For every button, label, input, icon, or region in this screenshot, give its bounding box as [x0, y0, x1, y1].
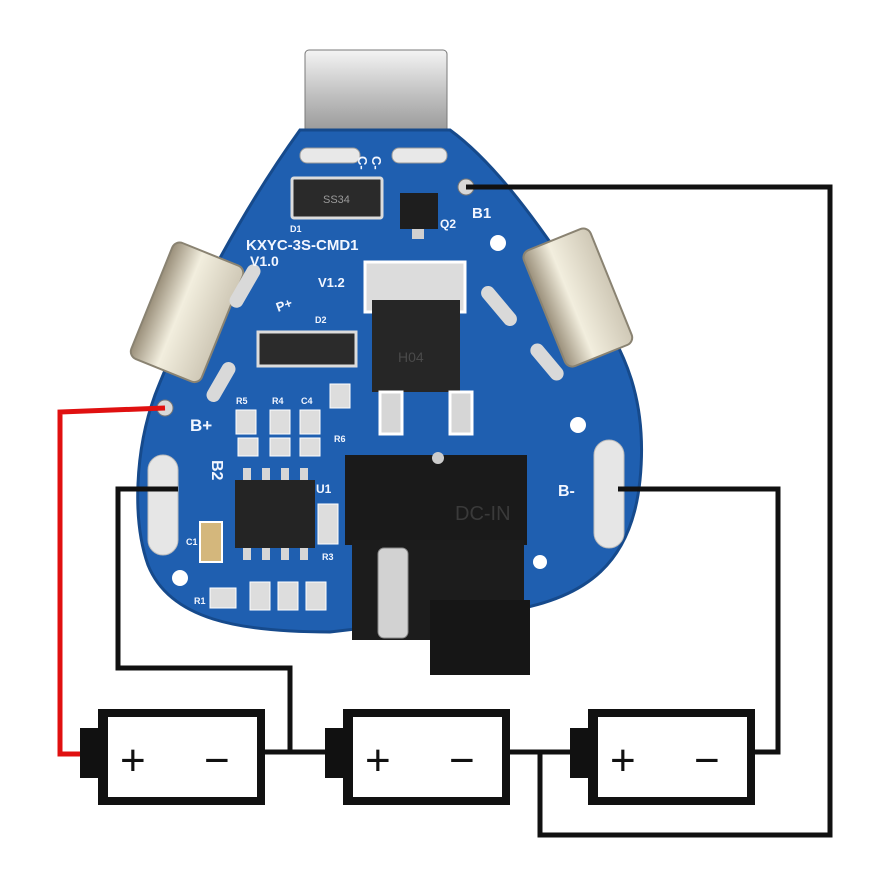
board-version-right: V1.2	[318, 275, 345, 290]
ref-r1: R1	[194, 596, 206, 606]
wire-b1	[466, 184, 833, 838]
battery-2: + −	[325, 709, 510, 805]
battery-3-plus: +	[610, 736, 636, 785]
pad-label-b-minus: B-	[558, 483, 575, 500]
slot-pad-b2	[147, 454, 179, 556]
slot-pad-left-1	[229, 264, 261, 308]
ref-r6: R6	[334, 434, 346, 444]
battery-1-face	[108, 717, 257, 797]
ref-r4: R4	[272, 396, 284, 406]
battery-2-plus: +	[365, 736, 391, 785]
smd-part	[237, 437, 259, 457]
slot-pad-top-right	[391, 147, 448, 164]
ic-u1-pins	[243, 468, 308, 560]
pad-label-c-minus-1: C-	[355, 156, 370, 170]
battery-2-minus: −	[449, 736, 475, 785]
transistor-q2	[400, 193, 438, 229]
battery-3-cap	[570, 728, 590, 778]
ref-c4: C4	[301, 396, 313, 406]
right-nickel-tab	[522, 227, 634, 368]
left-nickel-tab	[129, 241, 245, 384]
battery-2-cap	[325, 728, 345, 778]
mounting-hole	[570, 417, 586, 433]
wire-b-plus	[57, 405, 166, 757]
slot-pad-right-1	[481, 285, 517, 327]
polarity-mark: P+	[274, 295, 295, 315]
mosfet-lead	[448, 390, 474, 436]
pad-label-b1: B1	[472, 205, 491, 222]
smd-part	[305, 581, 327, 611]
smd-part	[299, 437, 321, 457]
capacitor-c1	[199, 521, 223, 563]
slot-pad-left-2	[206, 362, 236, 402]
battery-1-minus: −	[204, 736, 230, 785]
mounting-hole	[533, 555, 547, 569]
pad-label-c-minus-2: C-	[369, 156, 384, 170]
diode-d1	[290, 176, 384, 220]
wire-b-minus	[618, 486, 781, 755]
slot-pad-b-minus	[593, 439, 625, 549]
mounting-hole	[172, 570, 188, 586]
ref-d2: D2	[315, 315, 327, 325]
ref-r5: R5	[236, 396, 248, 406]
ref-q2: Q2	[440, 217, 456, 231]
ref-c1: C1	[186, 537, 198, 547]
mosfet-body	[372, 300, 460, 392]
resistor-r1	[209, 587, 237, 609]
pad-label-b-plus: B+	[190, 416, 212, 435]
battery-3-face	[598, 717, 747, 797]
ref-d1: D1	[290, 224, 302, 234]
mosfet-lead	[378, 390, 404, 436]
battery-3-minus: −	[694, 736, 720, 785]
battery-3: + −	[570, 709, 755, 805]
resistor-r6	[329, 383, 351, 409]
resistor-r5	[235, 409, 257, 435]
ic-u1	[235, 480, 315, 548]
slot-pad-top-left	[299, 147, 361, 164]
mosfet-marking: H04	[398, 349, 424, 365]
slot-pad-right-2	[530, 343, 564, 381]
q2-lead	[412, 229, 424, 239]
battery-2-face	[353, 717, 502, 797]
smd-part	[277, 581, 299, 611]
dc-jack-marking: DC-IN	[455, 503, 511, 525]
ref-u1: U1	[316, 482, 332, 496]
ref-r3: R3	[322, 552, 334, 562]
diode-marking: SS34	[323, 194, 350, 206]
battery-1-cap	[80, 728, 100, 778]
mounting-hole	[490, 235, 506, 251]
smd-part	[249, 581, 271, 611]
battery-1: + −	[80, 709, 265, 805]
pad-label-b2: B2	[208, 460, 225, 481]
wiring	[57, 184, 833, 838]
dc-input-jack: DC-IN	[345, 452, 530, 675]
wire-b2	[115, 486, 293, 752]
capacitor-c4	[299, 409, 321, 435]
battery-1-plus: +	[120, 736, 146, 785]
resistor-r4	[269, 409, 291, 435]
smd-part	[269, 437, 291, 457]
resistor-r3	[317, 503, 339, 545]
diode-d2	[256, 330, 358, 368]
board-version-left: V1.0	[250, 253, 279, 269]
board-model: KXYC-3S-CMD1	[246, 237, 359, 254]
pcb-board: SS34 H04	[129, 49, 644, 675]
